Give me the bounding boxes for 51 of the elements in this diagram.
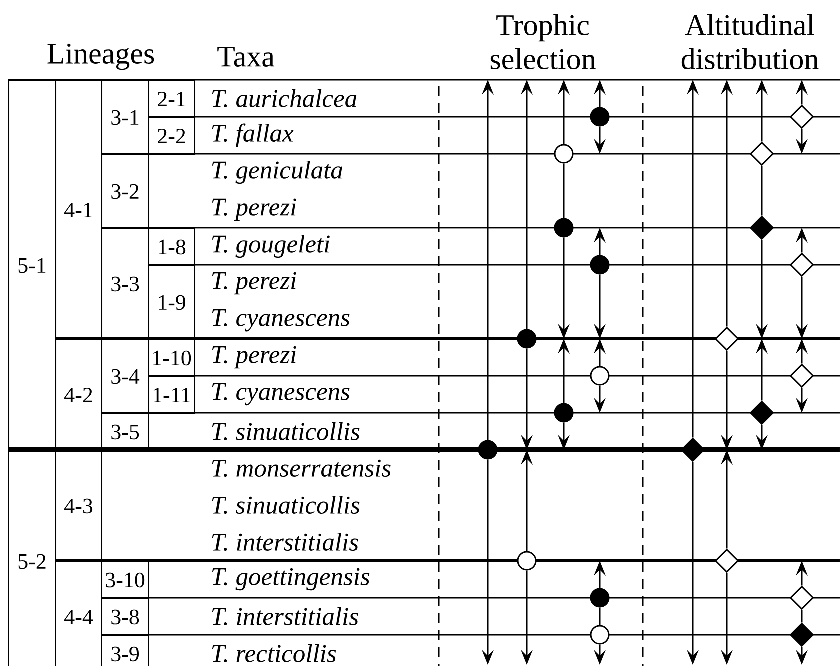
circle-marker — [478, 440, 498, 460]
circle-marker — [517, 551, 537, 571]
connector-line — [599, 608, 601, 626]
lineage-cell: 3-10 — [101, 561, 150, 600]
taxon-name: T. recticollis — [212, 644, 336, 663]
circle-marker — [590, 255, 610, 275]
connector-line — [761, 166, 763, 216]
circle-marker — [554, 218, 574, 238]
circle-marker — [590, 366, 610, 386]
taxon-name: T. aurichalcea — [212, 89, 357, 108]
column-header: Altitudinal distribution — [682, 14, 819, 70]
column-header: Taxa — [218, 47, 275, 67]
circle-marker — [590, 588, 610, 608]
circle-marker — [554, 403, 574, 423]
lineage-cell: 1-8 — [148, 228, 196, 266]
lineage-cell: 3-9 — [101, 635, 150, 666]
lineage-cell: 5-1 — [8, 80, 56, 452]
taxon-name: T. goettingensis — [212, 568, 370, 591]
lineage-cell: 4-3 — [55, 450, 102, 562]
taxon-name: T. perezi — [212, 346, 296, 369]
lineage-cell: 3-3 — [101, 228, 150, 340]
lineage-cell: 3-1 — [101, 80, 150, 156]
circle-marker — [554, 144, 574, 164]
lineage-cell: 3-8 — [101, 598, 150, 636]
lineage-cell: 3-4 — [101, 339, 150, 414]
taxon-name: T. geniculata T. perezi — [212, 160, 342, 222]
lineage-cell: 4-2 — [55, 339, 102, 452]
column-header: Trophic selection — [490, 14, 596, 70]
circle-marker — [590, 625, 610, 645]
lineage-cell: 2-1 — [148, 80, 196, 118]
taxon-name: T. gougeleti — [212, 234, 330, 258]
lineage-cell: 1-11 — [148, 376, 196, 414]
lineage-cell: 5-2 — [8, 450, 56, 666]
lineage-cell: 1-9 — [148, 265, 196, 340]
lineage-cell: 4-1 — [55, 80, 102, 340]
lineage-cell: 3-5 — [101, 413, 150, 452]
taxon-name: T. interstitialis — [212, 607, 358, 626]
taxon-name: T. fallax — [212, 124, 294, 148]
taxon-name: T. monserratensis T. sinuaticollis T. interstitialis — [212, 460, 391, 552]
taxon-name: T. sinuaticollis — [212, 422, 360, 441]
lineage-cell: 2-2 — [148, 117, 196, 156]
column-header: Lineages — [48, 44, 154, 70]
lineage-cell: 1-10 — [148, 339, 196, 378]
circle-marker — [590, 107, 610, 127]
connector-line — [563, 164, 565, 218]
taxon-name: T. perezi T. cyanescens — [212, 272, 350, 332]
connector-line — [801, 610, 803, 623]
circle-marker — [517, 329, 537, 349]
lineage-cell: 4-4 — [55, 561, 102, 666]
lineage-cell: 3-2 — [101, 154, 150, 230]
taxon-name: T. cyanescens — [212, 383, 350, 406]
